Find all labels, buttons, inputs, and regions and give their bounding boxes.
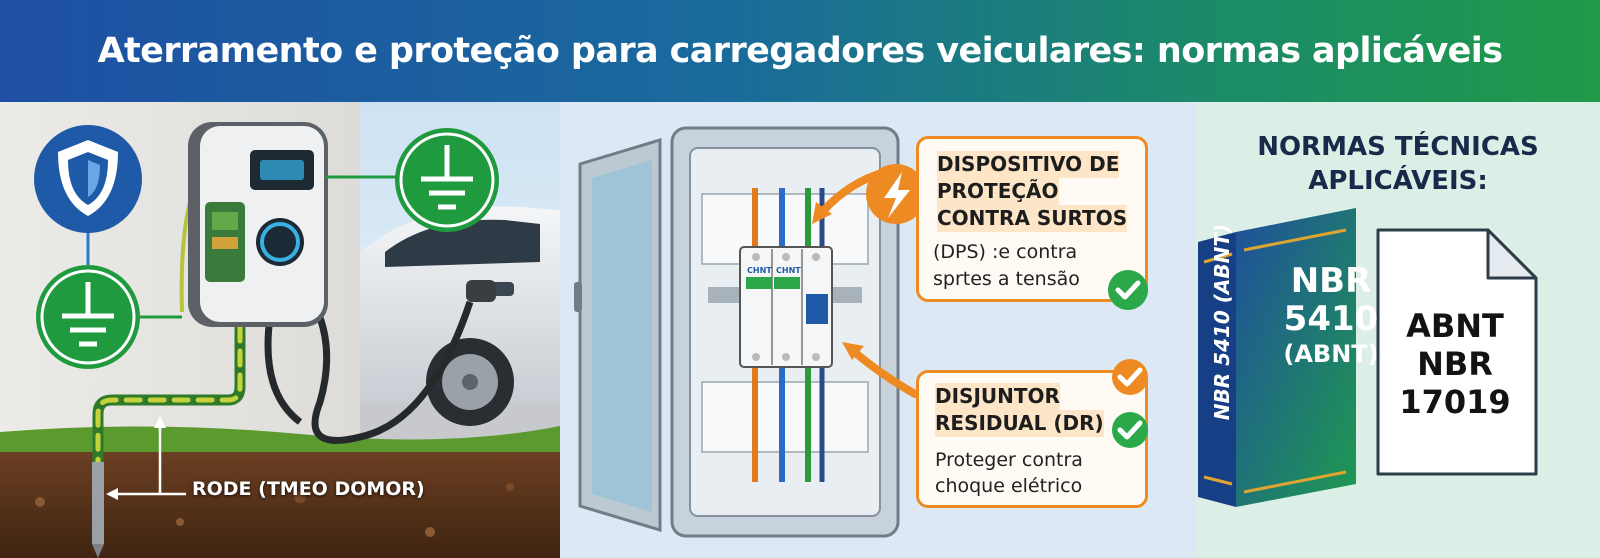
wallbox-charger	[188, 122, 328, 327]
dr-callout: DISJUNTOR RESIDUAL (DR) Proteger contra …	[916, 370, 1148, 508]
document-line-3: 17019	[1399, 383, 1511, 421]
dps-title-line-2: PROTEÇÃO	[937, 178, 1059, 205]
book-line-1: NBR	[1290, 261, 1372, 301]
shield-icon	[34, 125, 142, 233]
standards-title-line-2: APLICÁVEIS:	[1308, 166, 1488, 196]
check-icon	[1108, 270, 1148, 310]
abnt-nbr-17019-document	[1376, 228, 1538, 476]
charger-grounding-panel: RODE (TMEO DOMOR)	[0, 102, 560, 558]
document-text: ABNT NBR 17019	[1382, 307, 1528, 421]
dps-body-line-1: (DPS) :e contra	[933, 241, 1078, 263]
page-header: Aterramento e proteção para carregadores…	[0, 0, 1600, 102]
dr-body-line-1: Proteger contra	[935, 449, 1083, 471]
standards-title-line-1: NORMAS TÉCNICAS	[1257, 132, 1539, 162]
dr-title-line-1: DISJUNTOR	[935, 383, 1060, 410]
standards-illustration	[1198, 208, 1538, 507]
electrical-panel-section: CHNT CHNT DISPOSITIVO DE PROTEÇÃO CONTRA…	[560, 102, 1196, 558]
book-line-2: 5410	[1283, 299, 1379, 339]
book-line-3: (ABNT)	[1283, 340, 1379, 368]
ground-icon	[36, 265, 140, 369]
distribution-board-illustration: CHNT CHNT	[574, 126, 926, 538]
document-line-1: ABNT	[1406, 307, 1504, 345]
lightning-icon	[866, 164, 926, 224]
charger-illustration	[0, 102, 560, 558]
breaker-brand: CHNT	[747, 266, 772, 275]
dps-title-line-1: DISPOSITIVO DE	[937, 151, 1120, 178]
ground-icon	[395, 128, 499, 232]
check-icon	[1112, 412, 1148, 448]
rod-arrow-icon	[106, 416, 186, 500]
page-title: Aterramento e proteção para carregadores…	[97, 31, 1503, 71]
book-cover-text: NBR 5410 (ABNT)	[1276, 262, 1386, 370]
breaker-modules	[739, 246, 833, 368]
electric-car	[360, 206, 560, 426]
document-line-2: NBR	[1417, 345, 1493, 383]
dps-body-line-2: sprtes a tensão	[933, 268, 1080, 290]
dps-callout: DISPOSITIVO DE PROTEÇÃO CONTRA SURTOS (D…	[916, 136, 1148, 302]
dps-title-line-3: CONTRA SURTOS	[937, 205, 1128, 232]
dr-title-line-2: RESIDUAL (DR)	[935, 410, 1104, 437]
standards-panel: NORMAS TÉCNICAS APLICÁVEIS: NBR	[1196, 102, 1600, 558]
standards-title: NORMAS TÉCNICAS APLICÁVEIS:	[1196, 130, 1600, 198]
grounding-rod-label: RODE (TMEO DOMOR)	[192, 478, 425, 500]
dr-body-line-2: choque elétrico	[935, 475, 1083, 497]
nbr-5410-book	[1198, 208, 1356, 507]
book-spine-text: NBR 5410 (ABNT)	[1210, 223, 1234, 421]
check-icon	[1112, 359, 1148, 395]
breaker-brand: CHNT	[776, 266, 801, 275]
